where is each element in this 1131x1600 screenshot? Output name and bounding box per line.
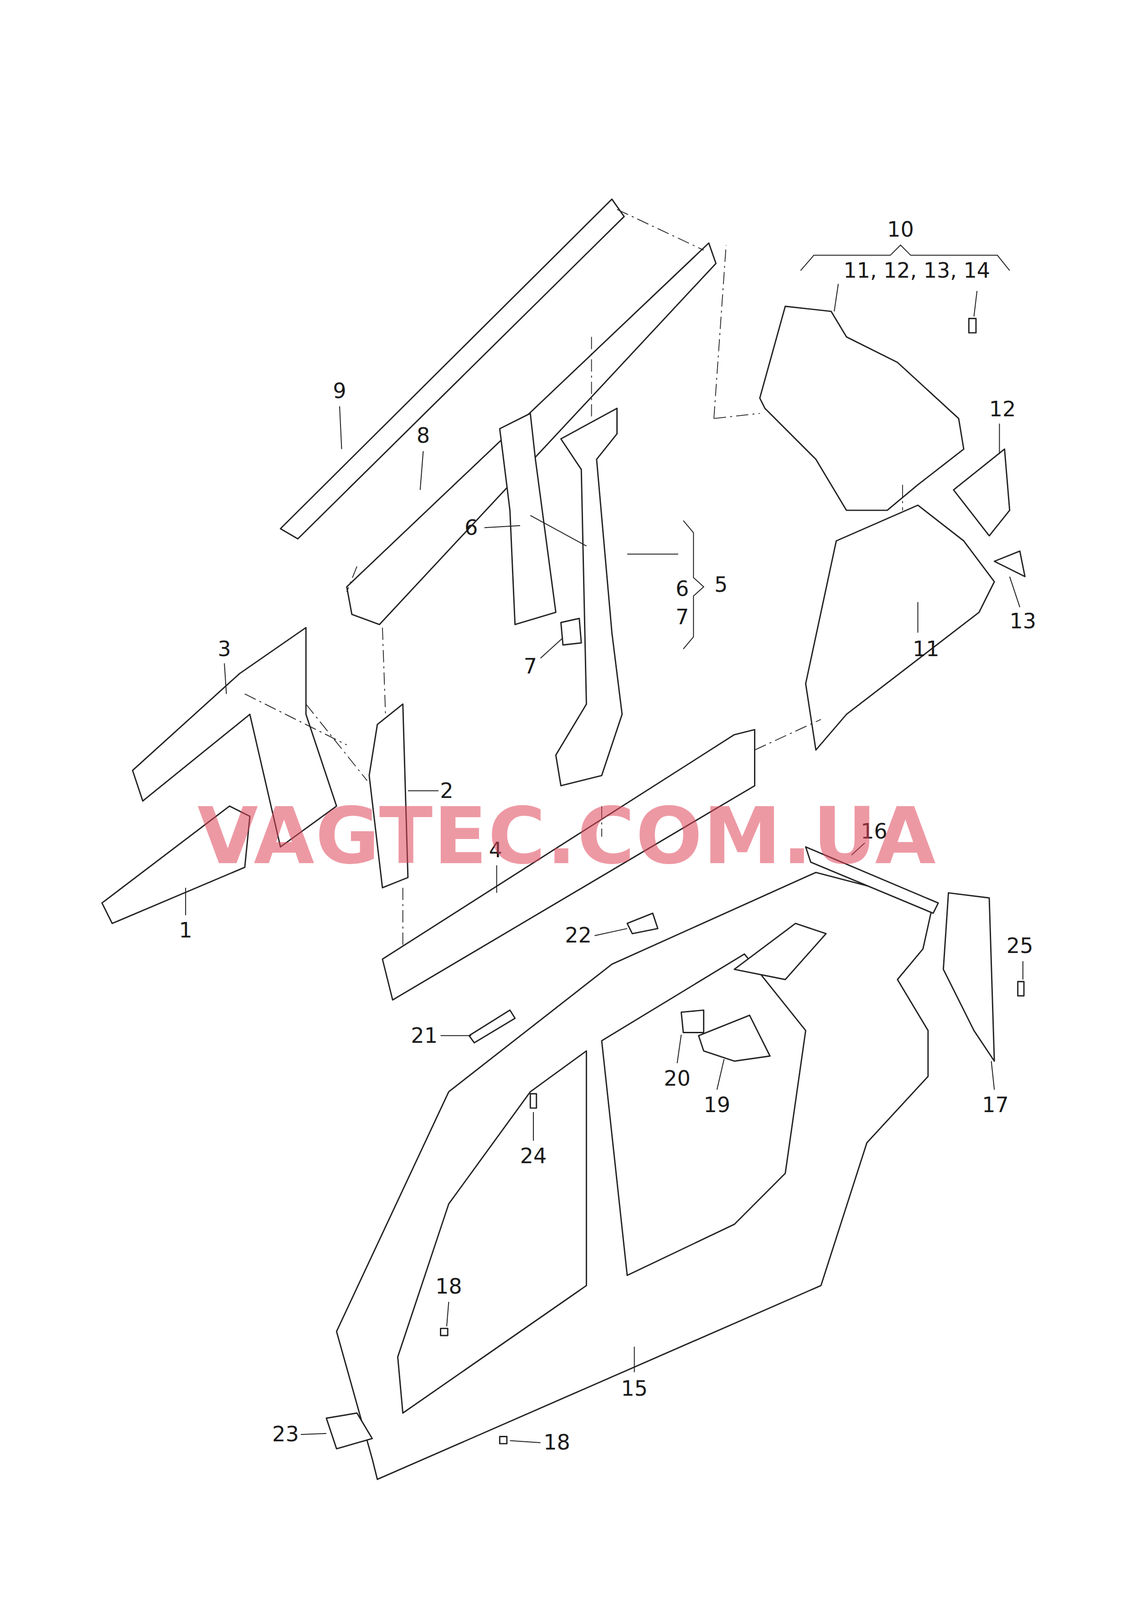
roof-rail [346,242,717,625]
callout-number: 23 [272,1423,300,1445]
b-pillar [555,407,622,786]
clip-18 [499,1435,507,1444]
side-panel [336,872,934,1479]
bracket-22 [627,913,658,934]
bolt-25 [1017,981,1024,996]
parts [102,199,1026,1480]
bracket-23 [326,1412,373,1449]
callout-number: 15 [620,1377,648,1399]
callout-number: 25 [1006,934,1034,956]
callout-number: 11, 12, 13, 14 [843,259,991,281]
wheel-arch [805,505,995,750]
callout-number: 7 [523,655,538,677]
callout-number: 18 [435,1275,463,1297]
quarter-inner [759,306,964,511]
watermark: VAGTEC.COM.UA [197,796,937,876]
callout-number: 13 [1009,610,1037,632]
panel-17 [943,892,995,1061]
plate-20 [681,1009,704,1033]
callout-number: 10 [887,218,915,240]
bolt-14 [968,318,977,333]
callout-number: 11 [912,638,940,660]
callout-number: 12 [989,398,1017,420]
callout-number: 18 [543,1431,571,1453]
callout-number: 24 [520,1145,548,1167]
bracket-13 [994,551,1025,577]
callout-number: 7 [675,606,689,628]
clip-18 [440,1327,448,1336]
bracket-21 [469,1009,516,1043]
bracket-19 [698,1015,770,1062]
callout-number: 5 [714,573,728,595]
callout-number: 3 [217,638,232,660]
callout-number: 21 [410,1024,438,1046]
bracket-12 [953,449,1010,536]
callout-number: 6 [464,516,478,538]
callout-number: 20 [663,1067,691,1089]
leader-lines [185,244,1023,1442]
callout-number: 22 [564,924,592,946]
callout-number: 6 [675,578,689,600]
callout-number: 9 [332,380,347,402]
quarter-window [734,923,827,980]
b-pillar-inner [499,413,556,625]
callout-number: 17 [981,1094,1009,1116]
callout-number: 19 [703,1094,731,1116]
front-door-opening [397,1050,587,1413]
plate [560,618,582,645]
rear-door-opening [601,953,806,1276]
callout-number: 8 [416,424,430,446]
bolt-24 [530,1093,537,1108]
callout-number: 1 [179,919,193,941]
